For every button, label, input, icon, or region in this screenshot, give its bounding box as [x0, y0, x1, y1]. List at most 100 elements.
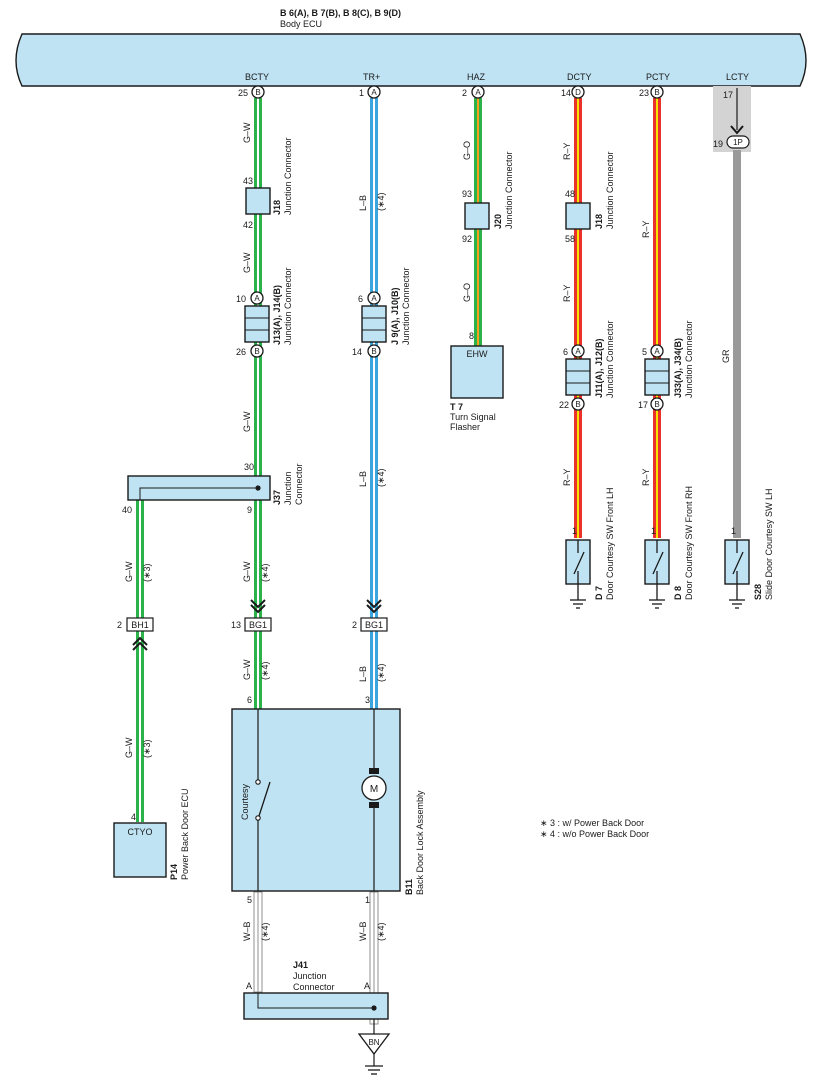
svg-text:Junction Connector: Junction Connector	[605, 320, 615, 398]
wire-pcty	[653, 98, 661, 538]
note-3: ∗ 3 : w/ Power Back Door	[540, 818, 644, 828]
wire-label-go-1: G–O	[462, 141, 472, 160]
svg-text:30: 30	[244, 462, 254, 472]
junction-j18-left: 43 42 J18 Junction Connector	[243, 137, 293, 230]
ecu-terminal-lcty: LCTY	[726, 72, 749, 82]
svg-text:B: B	[654, 88, 659, 97]
svg-text:40: 40	[122, 505, 132, 515]
pin-haz: 2 A	[462, 85, 485, 99]
svg-text:3: 3	[365, 695, 370, 705]
svg-text:17: 17	[723, 90, 733, 100]
svg-text:A: A	[246, 981, 252, 991]
component-b11-back-door-lock: 6 3 Courtesy M 5 1 B11 Back Door Lock As…	[231, 695, 425, 905]
svg-text:9: 9	[247, 505, 252, 515]
wire-label-gw-3: G–W	[242, 411, 252, 432]
svg-text:Connector: Connector	[294, 463, 304, 505]
wire-label-wb-2: W–B	[358, 921, 368, 941]
wire-label-gw-4: G–W	[242, 561, 252, 582]
svg-text:Junction: Junction	[293, 971, 327, 981]
svg-text:4: 4	[131, 812, 136, 822]
svg-text:14: 14	[561, 88, 571, 98]
svg-text:A: A	[371, 294, 377, 303]
junction-j11-j12: 6 A 22 B J11(A), J12(B) Junction Connect…	[559, 320, 615, 411]
svg-text:1P: 1P	[733, 138, 743, 147]
wire-label-lb-2: L–B	[358, 471, 368, 487]
pin-trplus: 1 A	[359, 85, 381, 99]
wire-label-note4-b: (∗4)	[260, 661, 270, 680]
svg-text:EHW: EHW	[467, 349, 489, 359]
wire-trplus	[370, 98, 378, 710]
wire-label-note4-g: (∗4)	[376, 922, 386, 941]
switch-d8: 1 D 8 Door Courtesy SW Front RH	[644, 486, 694, 609]
svg-text:J11(A), J12(B): J11(A), J12(B)	[594, 338, 604, 398]
wire-label-ry-3: R–Y	[562, 468, 572, 486]
wire-label-ry-4: R–Y	[641, 220, 651, 238]
connector-bh1: 2 BH1	[117, 617, 154, 651]
svg-text:1: 1	[651, 526, 656, 536]
junction-j13-j14: 10 A 26 B J13(A), J14(B) Junction Connec…	[236, 267, 293, 358]
svg-text:J13(A), J14(B): J13(A), J14(B)	[272, 285, 282, 345]
svg-text:26: 26	[236, 347, 246, 357]
note-4: ∗ 4 : w/o Power Back Door	[540, 829, 649, 839]
connector-bg1-left: 13 BG1	[231, 599, 272, 632]
wire-label-gr: GR	[721, 349, 731, 363]
svg-text:Power Back Door ECU: Power Back Door ECU	[180, 788, 190, 880]
svg-text:Flasher: Flasher	[450, 422, 480, 432]
svg-text:Back Door Lock Assembly: Back Door Lock Assembly	[415, 790, 425, 895]
svg-text:B: B	[575, 400, 580, 409]
svg-text:M: M	[370, 784, 378, 795]
svg-text:2: 2	[352, 620, 357, 630]
svg-text:58: 58	[565, 234, 575, 244]
svg-text:1: 1	[572, 526, 577, 536]
ecu-terminal-dcty: DCTY	[567, 72, 592, 82]
wire-label-note4-f: (∗4)	[260, 922, 270, 941]
wire-label-gw-1: G–W	[242, 122, 252, 143]
svg-text:J37: J37	[272, 490, 282, 505]
svg-text:2: 2	[117, 620, 122, 630]
junction-j37: 30 40 9 J37 Junction Connector	[122, 462, 304, 515]
body-ecu-box	[15, 33, 807, 87]
wire-label-wb-1: W–B	[242, 921, 252, 941]
wire-label-go-2: G–O	[462, 283, 472, 302]
svg-text:A: A	[364, 981, 370, 991]
svg-text:S28: S28	[753, 584, 763, 600]
ecu-terminal-trplus: TR+	[363, 72, 380, 82]
svg-text:19: 19	[713, 139, 723, 149]
svg-text:Junction Connector: Junction Connector	[605, 151, 615, 229]
svg-text:A: A	[475, 88, 481, 97]
switch-s28: 1 S28 Slide Door Courtesy SW LH	[724, 488, 774, 609]
wire-label-ry-2: R–Y	[562, 284, 572, 302]
pin-pcty: 23 B	[639, 85, 664, 99]
ecu-terminal-pcty: PCTY	[646, 72, 670, 82]
svg-text:J18: J18	[272, 200, 282, 215]
svg-text:A: A	[371, 88, 377, 97]
svg-text:5: 5	[642, 347, 647, 357]
svg-text:J 9(A), J10(B): J 9(A), J10(B)	[390, 287, 400, 345]
ecu-terminal-bcty: BCTY	[245, 72, 269, 82]
svg-text:13: 13	[231, 620, 241, 630]
svg-text:8: 8	[469, 331, 474, 341]
wire-label-gw-5: G–W	[242, 659, 252, 680]
svg-text:1: 1	[731, 526, 736, 536]
svg-text:B: B	[654, 400, 659, 409]
svg-text:6: 6	[247, 695, 252, 705]
svg-text:1: 1	[359, 88, 364, 98]
wire-label-gw-7: G–W	[124, 737, 134, 758]
switch-d7: 1 D 7 Door Courtesy SW Front LH	[565, 487, 615, 609]
svg-text:A: A	[575, 347, 581, 356]
svg-text:2: 2	[462, 88, 467, 98]
pin-bcty: 25 B	[238, 85, 265, 99]
junction-j20: 93 92 J20 Junction Connector	[462, 151, 514, 244]
svg-text:Junction Connector: Junction Connector	[401, 267, 411, 345]
svg-text:Junction: Junction	[283, 471, 293, 505]
svg-text:P14: P14	[169, 864, 179, 880]
junction-j9-j10: 6 A 14 B J 9(A), J10(B) Junction Connect…	[352, 267, 411, 358]
svg-text:B: B	[255, 88, 260, 97]
svg-text:J18: J18	[594, 214, 604, 229]
svg-text:BN: BN	[368, 1038, 379, 1047]
wire-label-note4-d: (∗4)	[376, 468, 386, 487]
svg-text:Door Courtesy SW Front LH: Door Courtesy SW Front LH	[605, 487, 615, 600]
svg-text:14: 14	[352, 347, 362, 357]
svg-text:17: 17	[638, 400, 648, 410]
